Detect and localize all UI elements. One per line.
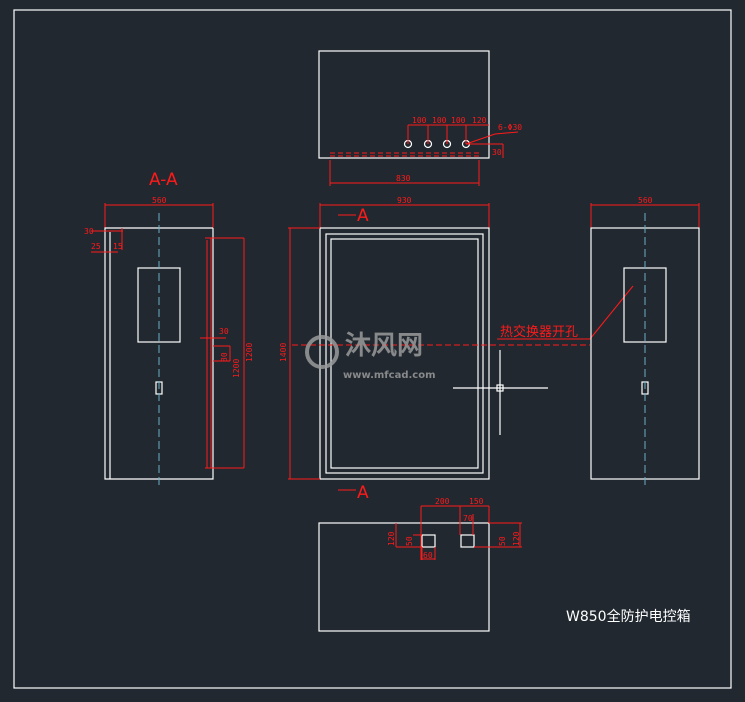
crosshair-cursor bbox=[453, 350, 548, 435]
dim-bottom-5: 50 bbox=[405, 536, 414, 546]
dim-section-width: 560 bbox=[152, 196, 167, 205]
dim-flange-2: 25 bbox=[91, 242, 101, 251]
dim-flange-1: 30 bbox=[84, 227, 94, 236]
dim-outer-width: 930 bbox=[397, 196, 412, 205]
dim-edge-offset: 30 bbox=[492, 148, 502, 157]
watermark: 沐风网 www.mfcad.com bbox=[305, 331, 436, 381]
dim-bottom-1: 200 bbox=[435, 497, 450, 506]
dim-side-1: 30 bbox=[219, 327, 229, 336]
section-view: A-A 560 30 25 15 30 80 1200 1200 bbox=[84, 170, 254, 485]
dim-hole-3: 100 bbox=[451, 116, 466, 125]
side-view: 560 bbox=[590, 196, 700, 485]
dim-bottom-4: 120 bbox=[387, 531, 396, 546]
dim-side-2: 80 bbox=[220, 352, 229, 362]
drawing-frame bbox=[13, 9, 732, 689]
dim-flange-3: 15 bbox=[113, 242, 123, 251]
dim-hole-2: 100 bbox=[432, 116, 447, 125]
drawing-title: W850全防护电控箱 bbox=[566, 608, 691, 625]
section-marker-bottom: A bbox=[357, 483, 369, 503]
bottom-view: 200 150 70 120 50 60 50 120 bbox=[318, 497, 522, 632]
watermark-url: www.mfcad.com bbox=[343, 370, 436, 381]
front-view: 930 A A 1400 bbox=[279, 196, 590, 503]
hole-callout: 6-Φ30 bbox=[498, 123, 522, 132]
section-label: A-A bbox=[149, 170, 178, 190]
dim-inner-width: 830 bbox=[396, 174, 411, 183]
section-marker-top: A bbox=[357, 206, 369, 226]
dim-hole-4: 120 bbox=[472, 116, 487, 125]
dim-hole-1: 100 bbox=[412, 116, 427, 125]
top-view: 100 100 100 120 6-Φ30 30 830 bbox=[318, 50, 522, 186]
dim-side-width: 560 bbox=[638, 196, 653, 205]
dim-bottom-7: 50 bbox=[498, 536, 507, 546]
dim-side-3: 1200 bbox=[232, 359, 241, 378]
dim-bottom-6: 60 bbox=[423, 551, 433, 560]
dim-bottom-3: 70 bbox=[463, 514, 473, 523]
dim-front-height: 1400 bbox=[279, 343, 288, 362]
watermark-brand: 沐风网 bbox=[345, 331, 423, 361]
dim-bottom-2: 150 bbox=[469, 497, 484, 506]
annotation-text: 热交换器开孔 bbox=[500, 324, 578, 340]
mounting-holes bbox=[403, 139, 471, 149]
dim-side-4: 1200 bbox=[245, 343, 254, 362]
dim-bottom-8: 120 bbox=[512, 531, 521, 546]
heat-exchanger-annotation: 热交换器开孔 bbox=[497, 285, 634, 340]
